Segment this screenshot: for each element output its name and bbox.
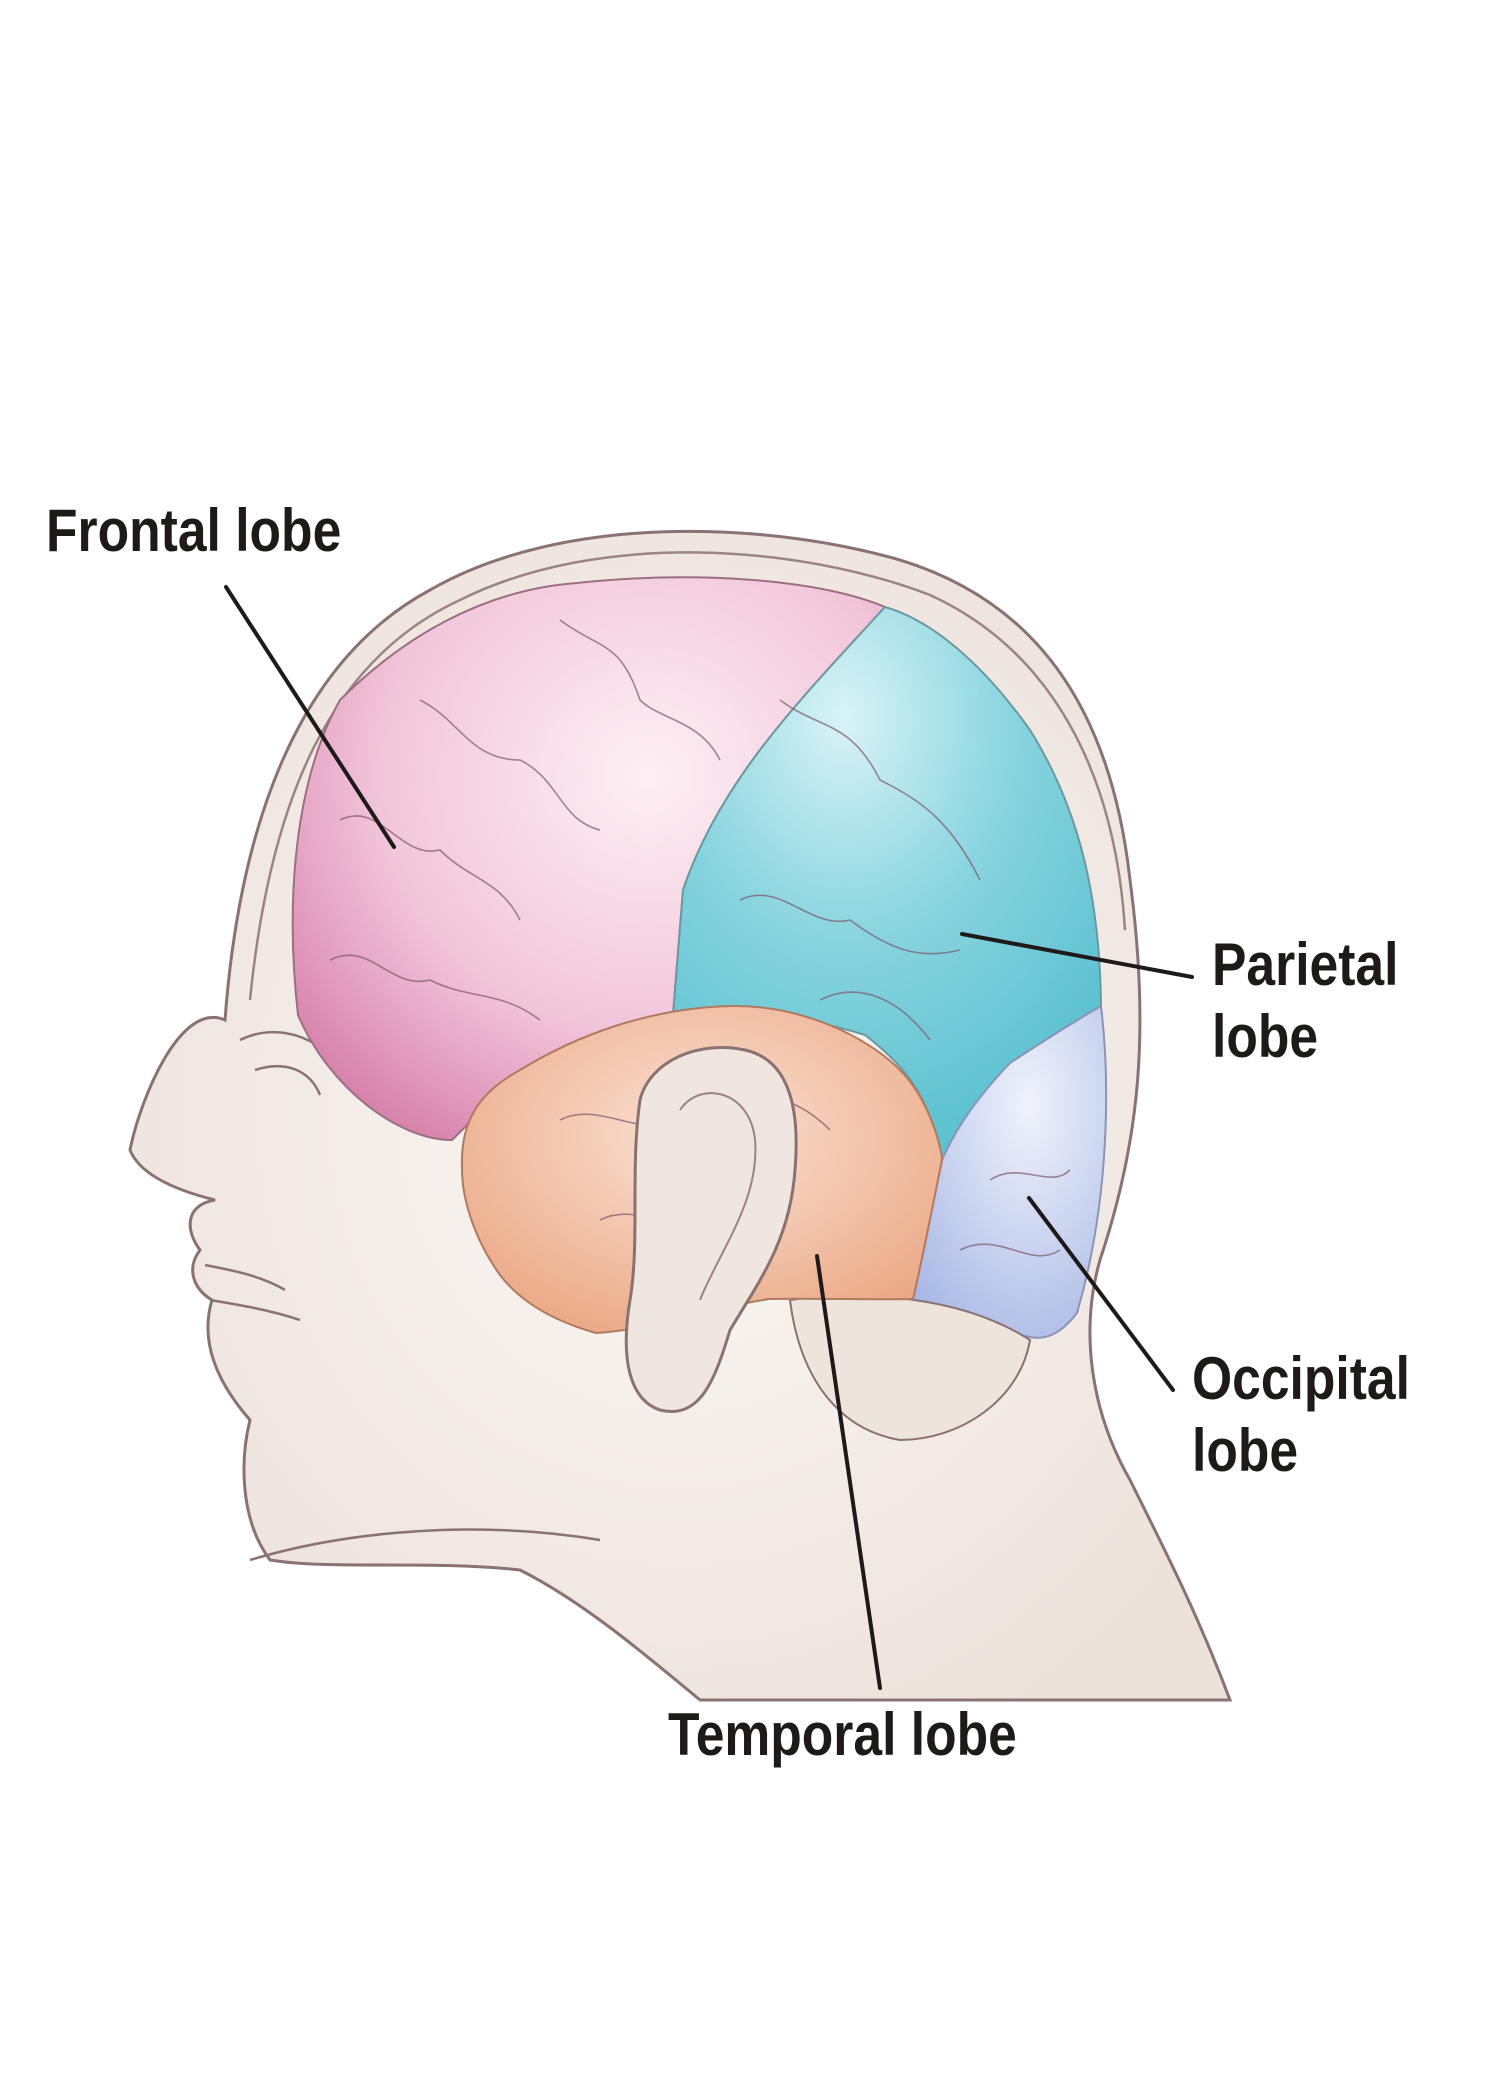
frontal-lobe-label: Frontal lobe <box>46 497 342 564</box>
ear-inner <box>679 1092 757 1301</box>
occipital-lobe-label-line1: Occipital <box>1192 1345 1410 1412</box>
leader-lines <box>224 585 1194 1690</box>
mouth <box>204 1263 601 1562</box>
frontal-leader-line <box>224 585 396 849</box>
parietal-lobe-label-line1: Parietal <box>1212 931 1399 998</box>
skull-outline <box>248 551 1127 1001</box>
occipital-lobe-label-line2: lobe <box>1192 1417 1299 1484</box>
parietal-leader-line <box>960 932 1194 979</box>
occipital-leader-line <box>1027 1196 1175 1392</box>
parietal-lobe-label-line2: lobe <box>1212 1003 1319 1070</box>
temporal-leader-line <box>815 1254 882 1690</box>
ear <box>624 1045 798 1413</box>
temporal-lobe-label: Temporal lobe <box>668 1701 1017 1768</box>
